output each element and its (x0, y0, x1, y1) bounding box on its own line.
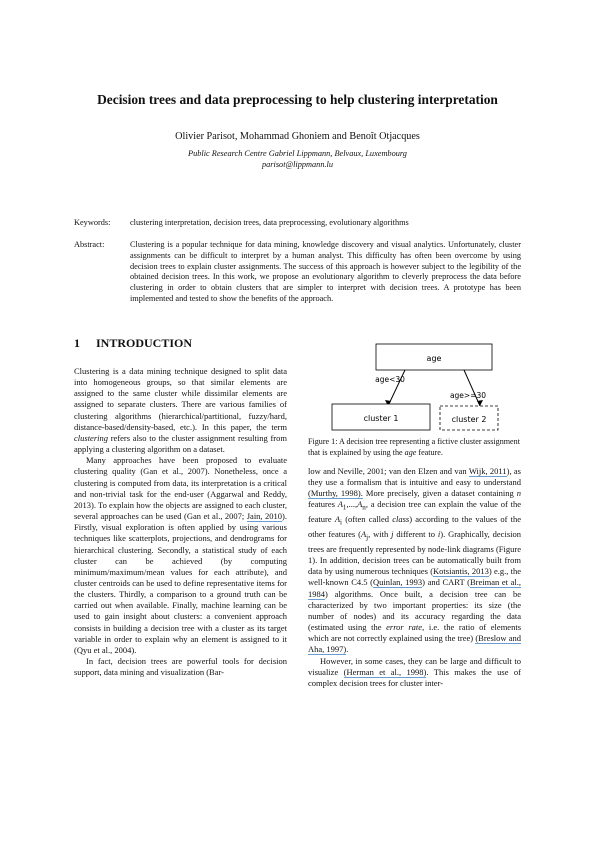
citation-link-herman[interactable]: (Herman et al., 1998) (343, 666, 427, 678)
citation-link-quinlan[interactable]: Quinlan, 1993 (372, 577, 423, 589)
affiliation: Public Research Centre Gabriel Lippmann,… (188, 149, 407, 158)
math-sub: 1 (342, 504, 347, 513)
leaf-label-cluster-1: cluster 1 (364, 414, 399, 423)
text-span: However, in some cases, they can be larg… (308, 655, 521, 677)
math-dots: ,..., (346, 499, 358, 510)
right-edge-label: age>=30 (450, 391, 486, 400)
section-title: INTRODUCTION (96, 336, 193, 350)
right-edge-arrow (477, 400, 483, 406)
intro-paragraph-3: In fact, decision trees are powerful too… (74, 656, 287, 678)
text-span: ). Firstly, visual exploration is often … (74, 511, 287, 655)
text-span: ) according to the values of the other f… (308, 514, 522, 540)
text-span: ) and CART ( (422, 577, 470, 588)
intro-paragraph-1: Clustering is a data mining technique de… (74, 366, 287, 455)
citation-link-wijk[interactable]: Wijk, 2011 (468, 466, 507, 477)
text-span: ), as they use a formalism that is intui… (308, 466, 521, 488)
text-span: refers also to the cluster assignment re… (74, 432, 287, 455)
left-column: Clustering is a data mining technique de… (74, 366, 287, 678)
citation-link-jain[interactable]: Jain, 2010 (246, 511, 283, 523)
abstract-label: Abstract: (74, 240, 105, 249)
left-edge (387, 369, 406, 407)
paper-authors: Olivier Parisot, Mohammad Ghoniem and Be… (175, 131, 420, 142)
math-a: A (337, 499, 343, 510)
root-node (375, 343, 493, 371)
text-span: ) e.g., the well-known C4.5 ( (308, 566, 521, 588)
math-j: j (391, 529, 394, 540)
section-heading: 1 INTRODUCTION (74, 336, 192, 351)
math-a: A (357, 499, 363, 510)
text-span: . This makes the use of complex decision… (308, 666, 521, 688)
text-span: different to (393, 529, 438, 540)
text-span: Figure 1: A decision tree representing a… (308, 437, 520, 457)
citation-link-kotsiantis[interactable]: Kotsiantis, 2013 (433, 566, 489, 578)
math-sub: i (340, 519, 342, 527)
decision-tree-figure: age age<30 age>=30 cluster 1 cluster 2 (331, 343, 499, 431)
math-n: n (516, 488, 521, 499)
term-error-rate: error rate (386, 622, 423, 633)
paper-title: Decision trees and data preprocessing to… (97, 92, 498, 107)
math-a: A (334, 514, 341, 525)
intro-paragraph-2: Many approaches have been proposed to ev… (74, 455, 287, 656)
text-span: low and Neville, 2001; van den Elzen and… (308, 466, 469, 476)
left-edge-arrow (385, 400, 391, 406)
text-span: (often called (341, 514, 393, 525)
citation-link-breiman[interactable]: Breiman et al., 1984 (308, 577, 521, 600)
text-span: . (346, 644, 349, 655)
intro-paragraph-4: low and Neville, 2001; van den Elzen and… (308, 466, 521, 656)
root-node-label: age (427, 354, 442, 363)
text-span: , i.e. the ratio of elements which are n… (308, 622, 521, 644)
text-span: Many approaches have been proposed to ev… (74, 455, 287, 522)
math-i: i (437, 529, 441, 540)
right-column: low and Neville, 2001; van den Elzen and… (308, 466, 521, 689)
keywords-text: clustering interpretation, decision tree… (130, 218, 409, 227)
text-span: Clustering is a data mining technique de… (74, 366, 287, 432)
right-edge (463, 369, 481, 407)
citation-link-breslow[interactable]: (Breslow and Aha, 1997) (308, 633, 521, 656)
text-span: feature. (416, 447, 443, 457)
term-clustering: clustering (74, 432, 108, 443)
text-span: features (308, 499, 338, 510)
citation-link-murthy[interactable]: (Murthy, 1998). (308, 488, 363, 500)
left-edge-label: age<30 (375, 375, 405, 384)
math-a: A (360, 529, 367, 540)
author-email: parisot@lippmann.lu (261, 160, 334, 169)
keywords-label: Keywords: (74, 218, 111, 227)
intro-paragraph-5: However, in some cases, they can be larg… (308, 656, 521, 689)
leaf-label-cluster-2: cluster 2 (452, 415, 487, 424)
term-class: class (392, 514, 410, 525)
abstract-text: Clustering is a popular technique for da… (130, 240, 521, 303)
text-span: ) algorithms. Once built, a decision tre… (308, 588, 521, 633)
text-span: ). Graphically, decision trees are frequ… (308, 529, 521, 577)
leaf-node-cluster-1 (331, 403, 431, 431)
math-sub: j (366, 533, 369, 542)
text-span: , a decision tree can explain the value … (308, 499, 521, 525)
text-span: More precisely, given a dataset containi… (362, 488, 517, 499)
text-span: , with (368, 529, 392, 540)
figure-caption: Figure 1: A decision tree representing a… (308, 437, 521, 458)
section-number: 1 (74, 336, 80, 350)
math-sub: n (362, 504, 366, 513)
affiliation-block: Public Research Centre Gabriel Lippmann,… (0, 148, 595, 170)
caption-term-age: age (404, 447, 417, 457)
leaf-node-cluster-2 (439, 405, 499, 431)
